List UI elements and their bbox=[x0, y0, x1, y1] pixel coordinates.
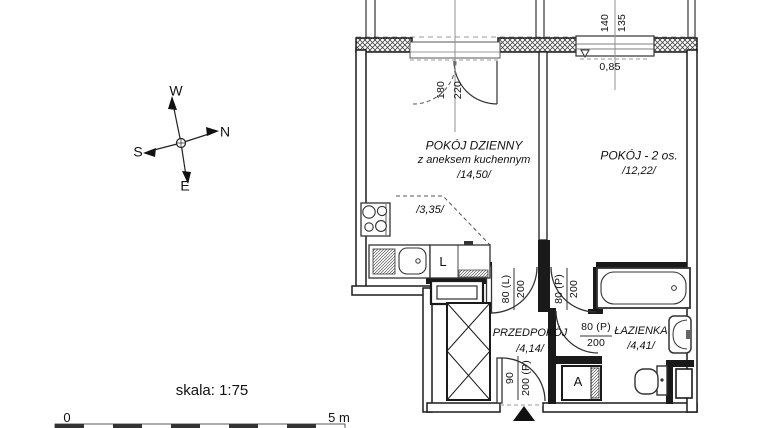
balcony-door bbox=[409, 0, 501, 132]
living-door-height: 200 bbox=[515, 279, 528, 299]
compass-rose bbox=[143, 96, 219, 184]
living-room-area: /14,50/ bbox=[457, 168, 491, 181]
wall-west-lower bbox=[422, 287, 433, 413]
washbasin bbox=[668, 315, 692, 354]
bathtub bbox=[596, 267, 691, 309]
wall-east bbox=[686, 49, 698, 413]
bath-door-width: 80 (P) bbox=[581, 321, 611, 334]
wall-stub-between-doors bbox=[538, 240, 550, 312]
compass-arrow-down bbox=[182, 171, 191, 184]
balcony-railing-lines bbox=[365, 0, 696, 38]
compass-label-e: E bbox=[180, 177, 190, 194]
entrance-door-arc bbox=[501, 357, 546, 402]
living-room-name: POKÓJ DZIENNY bbox=[425, 138, 523, 153]
kitchen-stove bbox=[360, 202, 391, 237]
window-height: 135 bbox=[616, 13, 629, 33]
scale-label: skala: 1:75 bbox=[175, 381, 249, 399]
wall-partition-living-bedroom bbox=[538, 51, 548, 241]
compass-label-n: N bbox=[219, 123, 231, 140]
kitchen-annex-dashed-boundary bbox=[396, 195, 491, 246]
compass-arrow-right bbox=[206, 127, 219, 136]
wall-above-washer bbox=[556, 356, 602, 364]
bedroom-door-width: 80 (P) bbox=[553, 274, 566, 304]
hall-name: PRZEDPOKÓJ bbox=[492, 326, 568, 339]
wall-bedroom-bath bbox=[596, 262, 687, 270]
dimension-lines bbox=[513, 268, 612, 400]
balcony-door-width: 180 bbox=[435, 80, 448, 100]
balcony-door-height: 220 bbox=[452, 80, 465, 100]
scale-bar-start: 0 bbox=[63, 409, 71, 425]
window-sill-marker bbox=[580, 49, 590, 59]
compass-arrow-left bbox=[143, 148, 156, 157]
entrance-door-leaf bbox=[496, 357, 503, 404]
wall-southwest-step bbox=[351, 285, 433, 296]
compass-arrow-up bbox=[168, 96, 177, 110]
living-door-width: 80 (L) bbox=[500, 274, 513, 304]
kitchen-sink bbox=[368, 244, 431, 279]
window-width: 140 bbox=[599, 13, 612, 33]
bedroom-door-leaf bbox=[593, 267, 599, 310]
interior-doors bbox=[485, 265, 599, 404]
bedroom-area: /12,22/ bbox=[622, 164, 656, 177]
hall-wardrobe bbox=[429, 279, 485, 306]
bath-door-height: 200 bbox=[586, 337, 606, 350]
living-door-arc bbox=[490, 266, 538, 314]
wall-bottom-left bbox=[426, 402, 501, 413]
wall-hall-bath bbox=[548, 308, 556, 404]
washing-machine-label: A bbox=[573, 373, 583, 389]
kitchen-annex-area: /3,35/ bbox=[416, 203, 444, 216]
wall-west bbox=[355, 49, 367, 289]
fridge-label: L bbox=[439, 253, 447, 269]
wall-top-middle bbox=[497, 37, 581, 53]
entrance-door-height: 200 (P) bbox=[520, 360, 533, 396]
bedroom-name: POKÓJ - 2 os. bbox=[600, 148, 678, 163]
living-room-subtitle: z aneksem kuchennym bbox=[417, 153, 531, 166]
ventilation-shaft bbox=[446, 302, 491, 401]
bath-door-arc bbox=[555, 310, 599, 354]
wall-se-corner-v bbox=[666, 360, 673, 404]
exterior-walls bbox=[351, 37, 698, 413]
wall-se-corner-h bbox=[666, 360, 694, 367]
bedroom-door-height: 200 bbox=[568, 279, 581, 299]
entrance-door-width: 90 bbox=[504, 371, 517, 385]
toilet bbox=[634, 365, 668, 396]
compass-label-w: W bbox=[169, 82, 183, 99]
scale-bar-end: 5 m bbox=[328, 409, 350, 425]
scale-bar bbox=[54, 423, 346, 428]
window-sill-height: 0,85 bbox=[599, 61, 621, 74]
bathroom-name: ŁAZIENKA bbox=[614, 324, 668, 337]
kitchen-counter-fridge bbox=[429, 241, 491, 279]
compass-label-s: S bbox=[133, 143, 143, 160]
washing-machine bbox=[561, 365, 602, 401]
hall-area: /4,14/ bbox=[516, 342, 544, 355]
bathroom-duct bbox=[675, 368, 693, 399]
bedroom-door-arc bbox=[550, 266, 597, 313]
wall-bottom-right bbox=[542, 402, 698, 413]
entrance-marker-triangle bbox=[513, 406, 535, 421]
bathroom-area: /4,41/ bbox=[627, 339, 655, 352]
bedroom-window bbox=[575, 0, 655, 90]
